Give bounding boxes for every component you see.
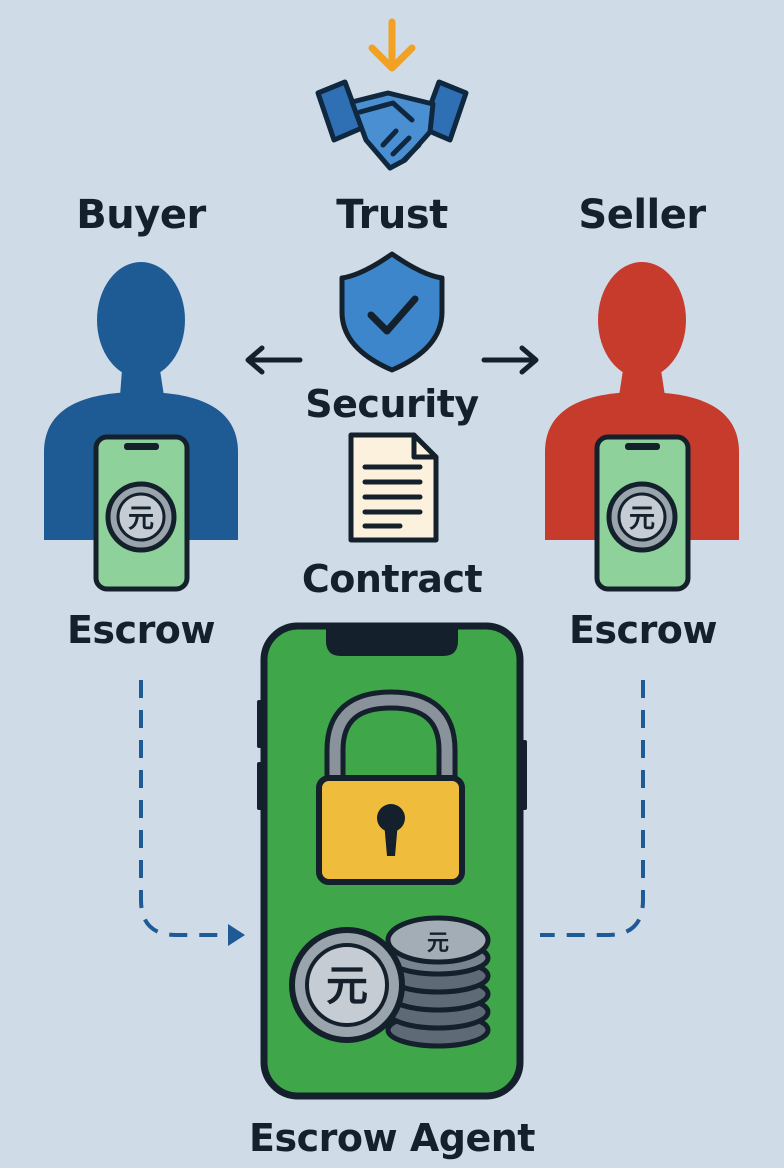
- buyer-coin-icon: 元: [105, 481, 177, 553]
- buyer-escrow-label: Escrow: [66, 608, 216, 652]
- buyer-to-agent-flow: [139, 680, 232, 937]
- seller-phone: 元: [594, 434, 691, 592]
- buyer-flow-arrowhead: [228, 924, 245, 946]
- contract-label: Contract: [301, 557, 483, 601]
- seller-escrow-label: Escrow: [568, 608, 718, 652]
- buyer-label: Buyer: [76, 192, 206, 238]
- security-label: Security: [305, 382, 479, 426]
- handshake-icon: [315, 79, 469, 171]
- left-arrow-icon: [245, 345, 303, 375]
- svg-text:元: 元: [629, 504, 655, 534]
- svg-text:元: 元: [128, 504, 154, 534]
- down-arrow-icon: [368, 18, 416, 72]
- seller-label: Seller: [578, 192, 706, 238]
- trust-label: Trust: [336, 192, 448, 238]
- escrow-agent-label: Escrow Agent: [249, 1116, 535, 1160]
- svg-text:元: 元: [427, 931, 449, 956]
- seller-coin-icon: 元: [606, 481, 678, 553]
- document-icon: [348, 432, 439, 543]
- right-arrow-icon: [481, 345, 539, 375]
- coin-stack-icon: 元 元: [289, 915, 491, 1049]
- padlock-icon: [316, 689, 465, 885]
- shield-check-icon: [339, 251, 445, 373]
- seller-to-agent-flow: [540, 680, 645, 937]
- buyer-phone: 元: [93, 434, 190, 592]
- svg-text:元: 元: [326, 961, 368, 1010]
